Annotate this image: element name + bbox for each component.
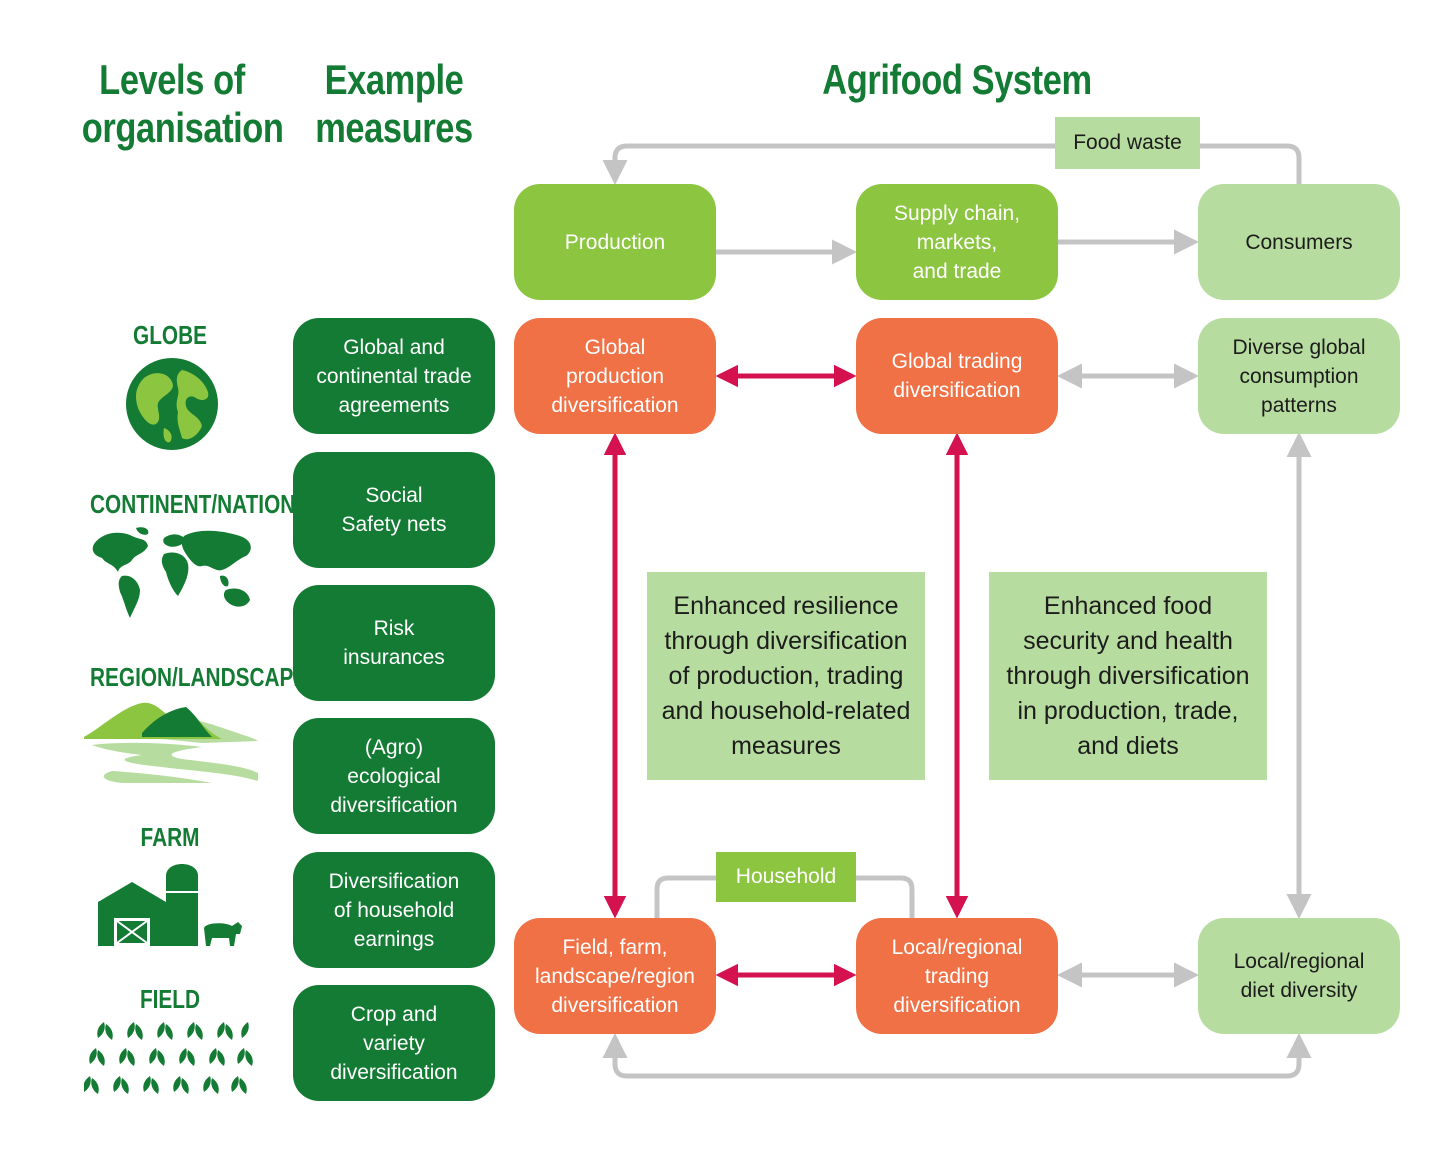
bottom-loop-arrow xyxy=(602,1033,1312,1079)
levels-heading: Levels of organisation xyxy=(81,56,284,151)
consumers-box: Consumers xyxy=(1198,184,1400,300)
level-label-globe: GLOBE xyxy=(133,320,207,350)
farm-icon xyxy=(98,864,242,946)
resilience-note: Enhanced resilience through diversificat… xyxy=(647,572,925,780)
agrifood-system-heading: Agrifood System xyxy=(822,56,1092,103)
measure-safety-nets: Social Safety nets xyxy=(293,452,495,568)
landscape-icon xyxy=(84,702,258,783)
household-tag: Household xyxy=(716,852,856,902)
measure-household-earnings: Diversification of household earnings xyxy=(293,852,495,968)
measures-heading: Example measures xyxy=(315,56,473,151)
production-box: Production xyxy=(514,184,716,300)
world-map-icon xyxy=(92,527,251,618)
measure-agroecological: (Agro) ecological diversification xyxy=(293,718,495,834)
level-label-farm: FARM xyxy=(140,822,200,852)
food-waste-loop-arrow xyxy=(602,143,1302,185)
global-trading-box: Global trading diversification xyxy=(856,318,1058,434)
globe-icon xyxy=(126,358,218,450)
local-trading-box: Local/regional trading diversification xyxy=(856,918,1058,1034)
measure-crop-variety: Crop and variety diversification xyxy=(293,985,495,1101)
local-diet-box: Local/regional diet diversity xyxy=(1198,918,1400,1034)
global-consumption-box: Diverse global consumption patterns xyxy=(1198,318,1400,434)
global-production-box: Global production diversification xyxy=(514,318,716,434)
level-label-field: FIELD xyxy=(139,984,201,1014)
measure-risk-insurances: Risk insurances xyxy=(293,585,495,701)
measure-trade-agreements: Global and continental trade agreements xyxy=(293,318,495,434)
food-security-note: Enhanced food security and health throug… xyxy=(989,572,1267,780)
food-waste-tag: Food waste xyxy=(1055,117,1200,169)
local-production-box: Field, farm, landscape/region diversific… xyxy=(514,918,716,1034)
supply-chain-box: Supply chain, markets, and trade xyxy=(856,184,1058,300)
field-crops-icon xyxy=(84,1022,253,1094)
level-label-continent: CONTINENT/NATION xyxy=(90,489,296,519)
level-label-region: REGION/LANDSCAPE xyxy=(90,662,308,692)
